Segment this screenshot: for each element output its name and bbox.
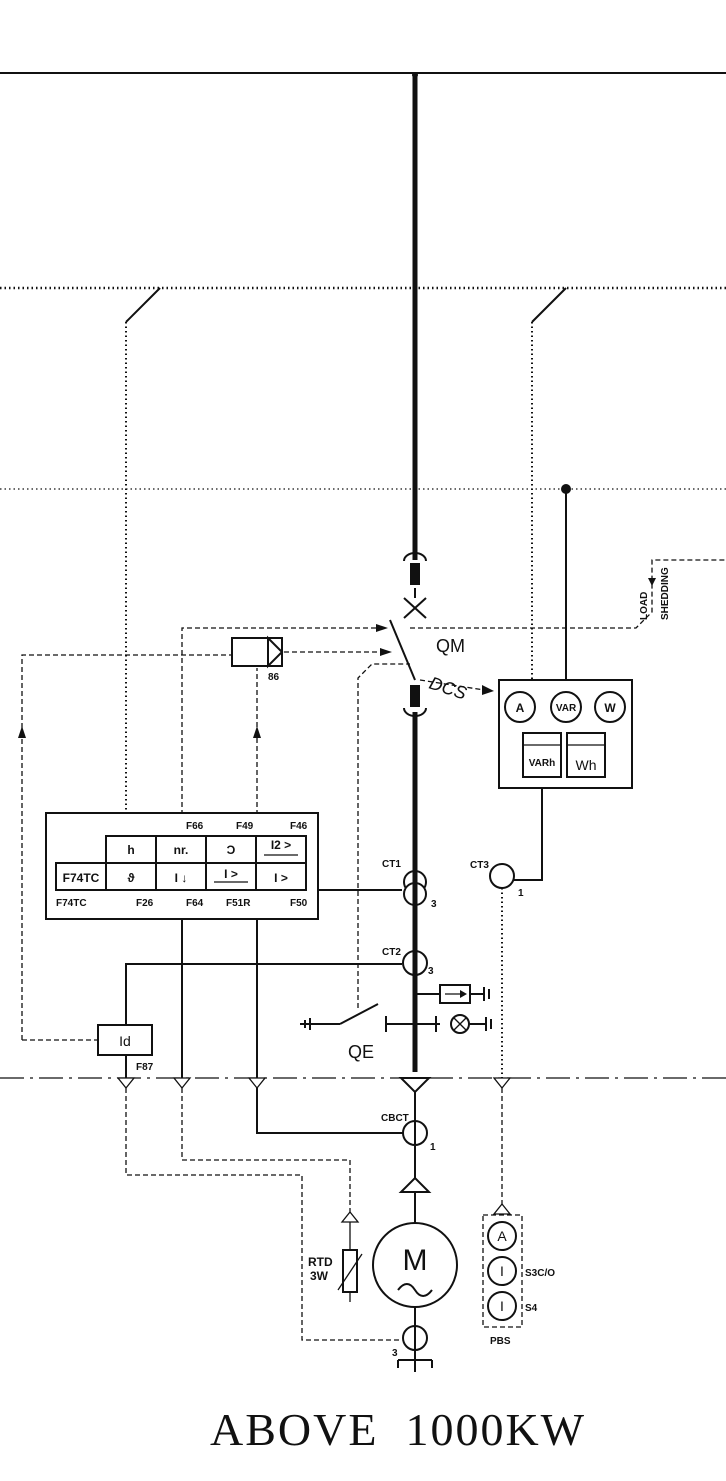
upper-withdrawable-contact (403, 552, 427, 562)
cable-termination-up (398, 1176, 432, 1193)
cable-lines (172, 919, 403, 1212)
id-relay-label: Id (119, 1033, 131, 1049)
pbs-a-label: A (497, 1228, 507, 1244)
ct2: CT2 3 (125, 947, 434, 1025)
pbs-label: PBS (490, 1336, 511, 1347)
wh-label: Wh (576, 757, 597, 773)
f64-label: F64 (186, 898, 204, 909)
relay-f74tc-box: F74TC (63, 871, 100, 885)
metering-panel: A VAR W VARh Wh (498, 679, 633, 789)
busbars (0, 72, 726, 1079)
s4-label: S4 (525, 1303, 538, 1314)
wattmeter-label: W (604, 701, 616, 715)
dcs-label: DCS (427, 673, 469, 704)
ct2-label: CT2 (382, 947, 401, 958)
f46-label: F46 (290, 821, 308, 832)
ct3-label: CT3 (470, 860, 489, 871)
cbct: CBCT 1 (381, 1113, 436, 1153)
load-shedding-line1: LOAD (639, 592, 650, 620)
f50-label: F50 (290, 898, 308, 909)
main-feeder (389, 72, 432, 1228)
ac-symbol-icon (397, 1283, 433, 1297)
rtd-label-line2: 3W (310, 1269, 329, 1283)
rtd-label-line1: RTD (308, 1255, 333, 1269)
relay-86-label: 86 (268, 672, 280, 683)
page-title: ABOVE 1000KW (210, 1404, 586, 1455)
qm-label: QM (436, 636, 465, 656)
rtd-sensor: RTD 3W (308, 1210, 363, 1302)
relay-instantaneous: I > (274, 871, 288, 885)
motor-ct-count: 3 (392, 1348, 398, 1359)
varmeter (550, 691, 582, 723)
pbs-button-s3co (487, 1256, 517, 1286)
f49-label: F49 (236, 821, 254, 832)
pbs-ammeter (487, 1221, 517, 1251)
wattmeter (594, 691, 626, 723)
cable-termination-down (398, 1077, 432, 1094)
relay-thermal: Ɔ (227, 843, 236, 857)
s3co-label: S3C/O (525, 1268, 555, 1279)
f74tc-label: F74TC (56, 898, 87, 909)
qm-breaker-blade (389, 619, 416, 681)
ct1: CT1 3 (318, 859, 437, 910)
ammeter (504, 691, 536, 723)
relay-overcurrent-time: I > (224, 867, 238, 881)
cbct-count: 1 (430, 1142, 436, 1153)
relay-negative-sequence: I2 > (271, 838, 291, 852)
motor: M 3 (372, 1222, 458, 1372)
ct1-label: CT1 (382, 859, 401, 870)
ct3: CT3 1 (470, 788, 543, 1215)
cbct-label: CBCT (381, 1113, 409, 1124)
f87-label: F87 (136, 1062, 154, 1073)
f51r-label: F51R (226, 898, 251, 909)
relay-nr: nr. (174, 843, 189, 857)
f26-label: F26 (136, 898, 154, 909)
pbs-i2-label: I (500, 1298, 504, 1314)
motor-label: M (403, 1244, 428, 1277)
trip-signal-lines: LOAD SHEDDING (18, 559, 726, 1040)
lockout-relay-86: 86 (231, 635, 284, 683)
relay-undercurrent: I ↓ (175, 871, 188, 885)
ct1-count: 3 (431, 899, 437, 910)
earthing-switch-qe: QE (300, 984, 492, 1062)
pbs-i1-label: I (500, 1263, 504, 1279)
aux-supply-lines (125, 287, 571, 815)
push-button-station: A I I S3C/O S4 PBS (482, 1214, 555, 1347)
protection-relay-panel: F66 F49 F46 h nr. Ɔ I2 > F74TC ϑ I ↓ I >… (45, 812, 319, 920)
differential-relay: Id F87 (22, 1024, 402, 1341)
relay-temperature: ϑ (128, 871, 135, 885)
load-shedding-line2: SHEDDING (660, 567, 671, 620)
ct2-count: 3 (428, 966, 434, 977)
qe-label: QE (348, 1042, 374, 1062)
ammeter-label: A (516, 701, 525, 715)
f66-label: F66 (186, 821, 204, 832)
wh-meter (566, 732, 606, 778)
ct3-count: 1 (518, 888, 524, 899)
varmeter-label: VAR (556, 703, 577, 714)
pbs-button-s4 (487, 1291, 517, 1321)
varh-meter (522, 732, 562, 778)
relay-h: h (127, 843, 134, 857)
varh-label: VARh (529, 758, 555, 769)
